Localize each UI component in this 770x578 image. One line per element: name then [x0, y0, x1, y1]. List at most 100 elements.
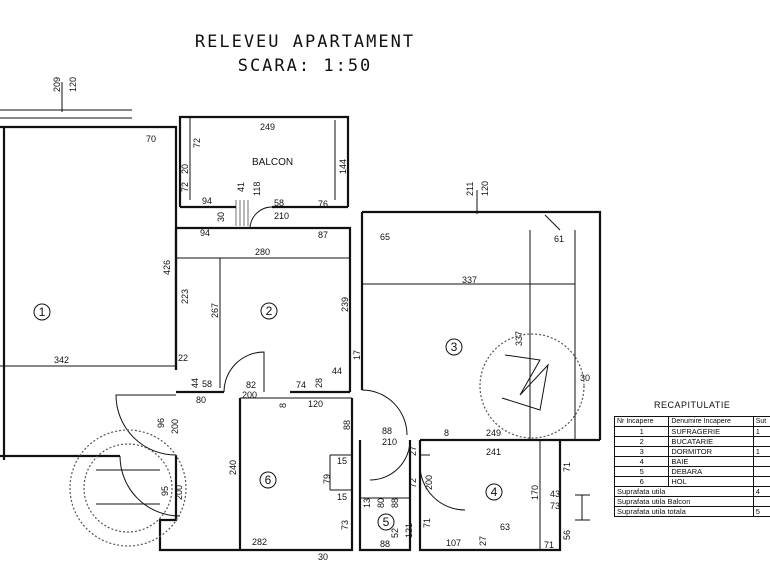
dim-label: 96	[156, 418, 166, 428]
room-3-number: 3	[451, 340, 458, 354]
dim-label: 120	[480, 181, 490, 196]
dim-label: 94	[200, 228, 210, 238]
dim-label: 120	[68, 77, 78, 92]
dim-label: 118	[252, 182, 262, 196]
room-5-circle	[377, 513, 395, 531]
dim-label: 27	[478, 536, 488, 546]
column-header: Nr Incapere	[613, 416, 670, 427]
dim-label: 82	[246, 380, 256, 390]
dim-label: 20	[180, 164, 190, 174]
recap-panel: RECAPITULATIE Nr Incapere Denumire Incap…	[613, 400, 770, 517]
dim-label: 88	[390, 498, 400, 508]
room-area	[752, 476, 770, 487]
table-header-row: Nr Incapere Denumire Incapere Sut	[613, 416, 770, 427]
summary-row: Suprafata utila totala 5	[614, 506, 770, 517]
dim-label: 144	[338, 159, 348, 174]
dim-label: 210	[274, 211, 289, 221]
dim-label: 267	[210, 303, 220, 318]
dim-label: 170	[530, 485, 540, 500]
summary-value: 5	[752, 506, 770, 517]
room-area	[752, 436, 770, 447]
dim-label: 240	[228, 460, 238, 475]
dim-label: 121	[404, 523, 414, 538]
room-name: BAIE	[668, 456, 754, 467]
room-name: SUFRAGERIE	[668, 426, 754, 437]
dim-label: 30	[216, 212, 226, 222]
dim-label: 63	[500, 522, 510, 532]
room-area	[752, 456, 770, 467]
room-name: DEBARA	[668, 466, 754, 477]
room-name: DORMITOR	[668, 446, 754, 457]
walls	[0, 82, 602, 552]
dim-label: 249	[486, 428, 501, 438]
room-4-circle	[485, 483, 503, 501]
dim-label: 200	[170, 419, 180, 434]
dim-label: 15	[337, 492, 347, 502]
room-area: 1	[752, 446, 770, 457]
dim-label: 44	[332, 366, 342, 376]
cadastral-stamp	[69, 429, 187, 547]
room-nr: 5	[613, 466, 670, 477]
room-nr: 3	[613, 446, 670, 457]
column-header: Sut	[752, 416, 770, 427]
dim-label: 72	[180, 182, 190, 192]
balcon-label: BALCON	[252, 157, 293, 168]
table-row: 3 DORMITOR 1	[613, 446, 770, 457]
dim-label: 280	[255, 247, 270, 257]
dim-label: 88	[342, 420, 352, 430]
dim-label: 56	[562, 530, 572, 540]
room-labels: 1 2 3 4 5 6 BALCON	[33, 157, 503, 531]
table-row: 6 HOL	[613, 476, 770, 487]
dim-label: 241	[486, 447, 501, 457]
dim-label: 73	[340, 520, 350, 530]
dim-label: 249	[260, 122, 275, 132]
room-name: BUCATARIE	[668, 436, 754, 447]
dim-label: 342	[54, 355, 69, 365]
table-row: 1 SUFRAGERIE 1	[613, 426, 770, 437]
dim-label: 73	[550, 501, 560, 511]
dim-label: 58	[274, 198, 284, 208]
dim-label: 209	[52, 77, 62, 92]
plan-title: RELEVEU APARTAMENT	[194, 32, 416, 52]
plan-scale: SCARA: 1:50	[237, 56, 373, 76]
summary-label: Suprafata utila totala	[614, 506, 754, 517]
dim-label: 70	[146, 134, 156, 144]
summary-value: 4	[752, 486, 770, 497]
dim-label: 22	[178, 353, 188, 363]
dim-label: 80	[196, 395, 206, 405]
room-nr: 4	[613, 456, 670, 467]
dim-label: 337	[514, 331, 524, 346]
room-2-number: 2	[266, 304, 273, 318]
dim-label: 30	[580, 373, 590, 383]
room-3-circle	[445, 338, 463, 356]
dim-label: 120	[308, 399, 323, 409]
summary-label: Suprafata utila	[614, 486, 754, 497]
room-4-number: 4	[491, 485, 498, 499]
room-6-number: 6	[265, 473, 272, 487]
dim-label: 30	[318, 552, 328, 562]
table-row: 2 BUCATARIE	[613, 436, 770, 447]
dim-label: 107	[446, 538, 461, 548]
table-row: 5 DEBARA	[613, 466, 770, 477]
title-block: RELEVEU APARTAMENT SCARA: 1:50	[120, 32, 490, 76]
column-header: Denumire Incapere	[668, 416, 754, 427]
dim-label: 282	[252, 537, 267, 547]
dim-label: 426	[162, 260, 172, 275]
dim-label: 200	[174, 485, 184, 500]
room-nr: 2	[613, 436, 670, 447]
room-area: 1	[752, 426, 770, 437]
dim-label: 74	[296, 380, 306, 390]
room-1-circle	[33, 303, 51, 321]
dim-label: 200	[424, 475, 434, 490]
summary-row: Suprafata utila 4	[614, 486, 770, 497]
dim-label: 337	[462, 275, 477, 285]
dim-label: 44	[190, 378, 200, 388]
dim-label: 79	[322, 474, 332, 484]
dim-label: 239	[340, 297, 350, 312]
dim-label: 72	[408, 478, 418, 488]
summary-row: Suprafata utila Balcon	[614, 496, 770, 507]
dim-label: 15	[337, 456, 347, 466]
dim-label: 28	[314, 378, 324, 388]
dim-label: 65	[380, 232, 390, 242]
